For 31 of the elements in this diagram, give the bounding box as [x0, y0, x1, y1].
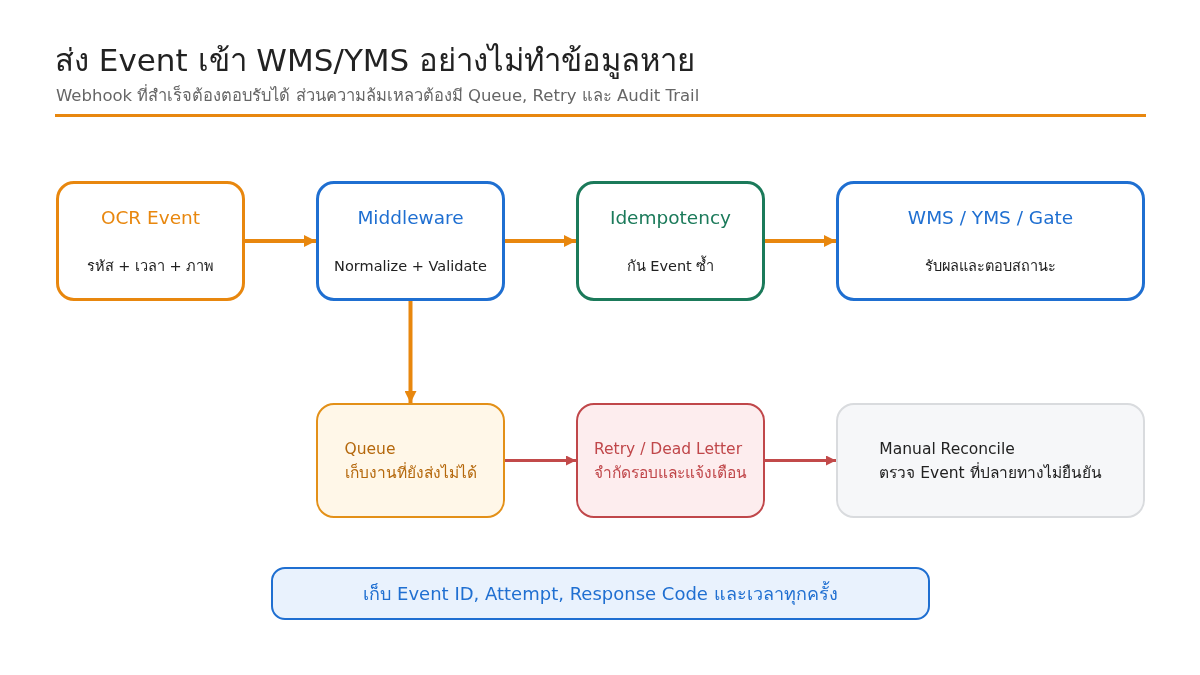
- node-description: Normalize + Validate: [334, 257, 487, 276]
- node-description: กัน Event ซ้ำ: [626, 256, 715, 276]
- node-title: Manual Reconcile: [879, 438, 1016, 460]
- process-box: [836, 403, 1145, 518]
- node-description: เก็บงานที่ยังส่งไม่ได้: [344, 461, 477, 484]
- process-box: [316, 403, 505, 518]
- node-description: จำกัดรอบและแจ้งเตือน: [594, 462, 747, 484]
- process-box: [576, 181, 765, 301]
- subtitle: Webhook ที่สำเร็จต้องตอบรับได้ ส่วนความล้มเหลวต้องมี Queue, Retry และ Audit Trail: [56, 84, 700, 107]
- arrow: [505, 235, 576, 247]
- process-box: [316, 181, 505, 301]
- arrow: [765, 455, 836, 466]
- arrow: [505, 455, 576, 466]
- node-title: WMS / YMS / Gate: [907, 206, 1074, 230]
- note-band: [271, 567, 930, 620]
- process-box: [836, 181, 1145, 301]
- node-description: รหัส + เวลา + ภาพ: [86, 257, 215, 276]
- node-title: Retry / Dead Letter: [594, 438, 743, 460]
- arrow: [404, 301, 417, 403]
- process-box: [576, 403, 765, 518]
- node-title: Middleware: [357, 206, 464, 230]
- title: ส่ง Event เข้า WMS/YMS อย่างไม่ทำข้อมูลหาย: [55, 41, 696, 81]
- node-title: Queue: [344, 438, 397, 460]
- process-box: [56, 181, 245, 301]
- node-title: Idempotency: [609, 206, 732, 230]
- note-text: เก็บ Event ID, Attempt, Response Code และเวลาทุกครั้ง: [363, 580, 838, 607]
- node-title: OCR Event: [100, 206, 201, 230]
- node-description: รับผลและตอบสถานะ: [925, 257, 1056, 276]
- arrow: [245, 235, 316, 247]
- node-description: ตรวจ Event ที่ปลายทางไม่ยืนยัน: [879, 461, 1102, 484]
- arrow: [765, 235, 836, 247]
